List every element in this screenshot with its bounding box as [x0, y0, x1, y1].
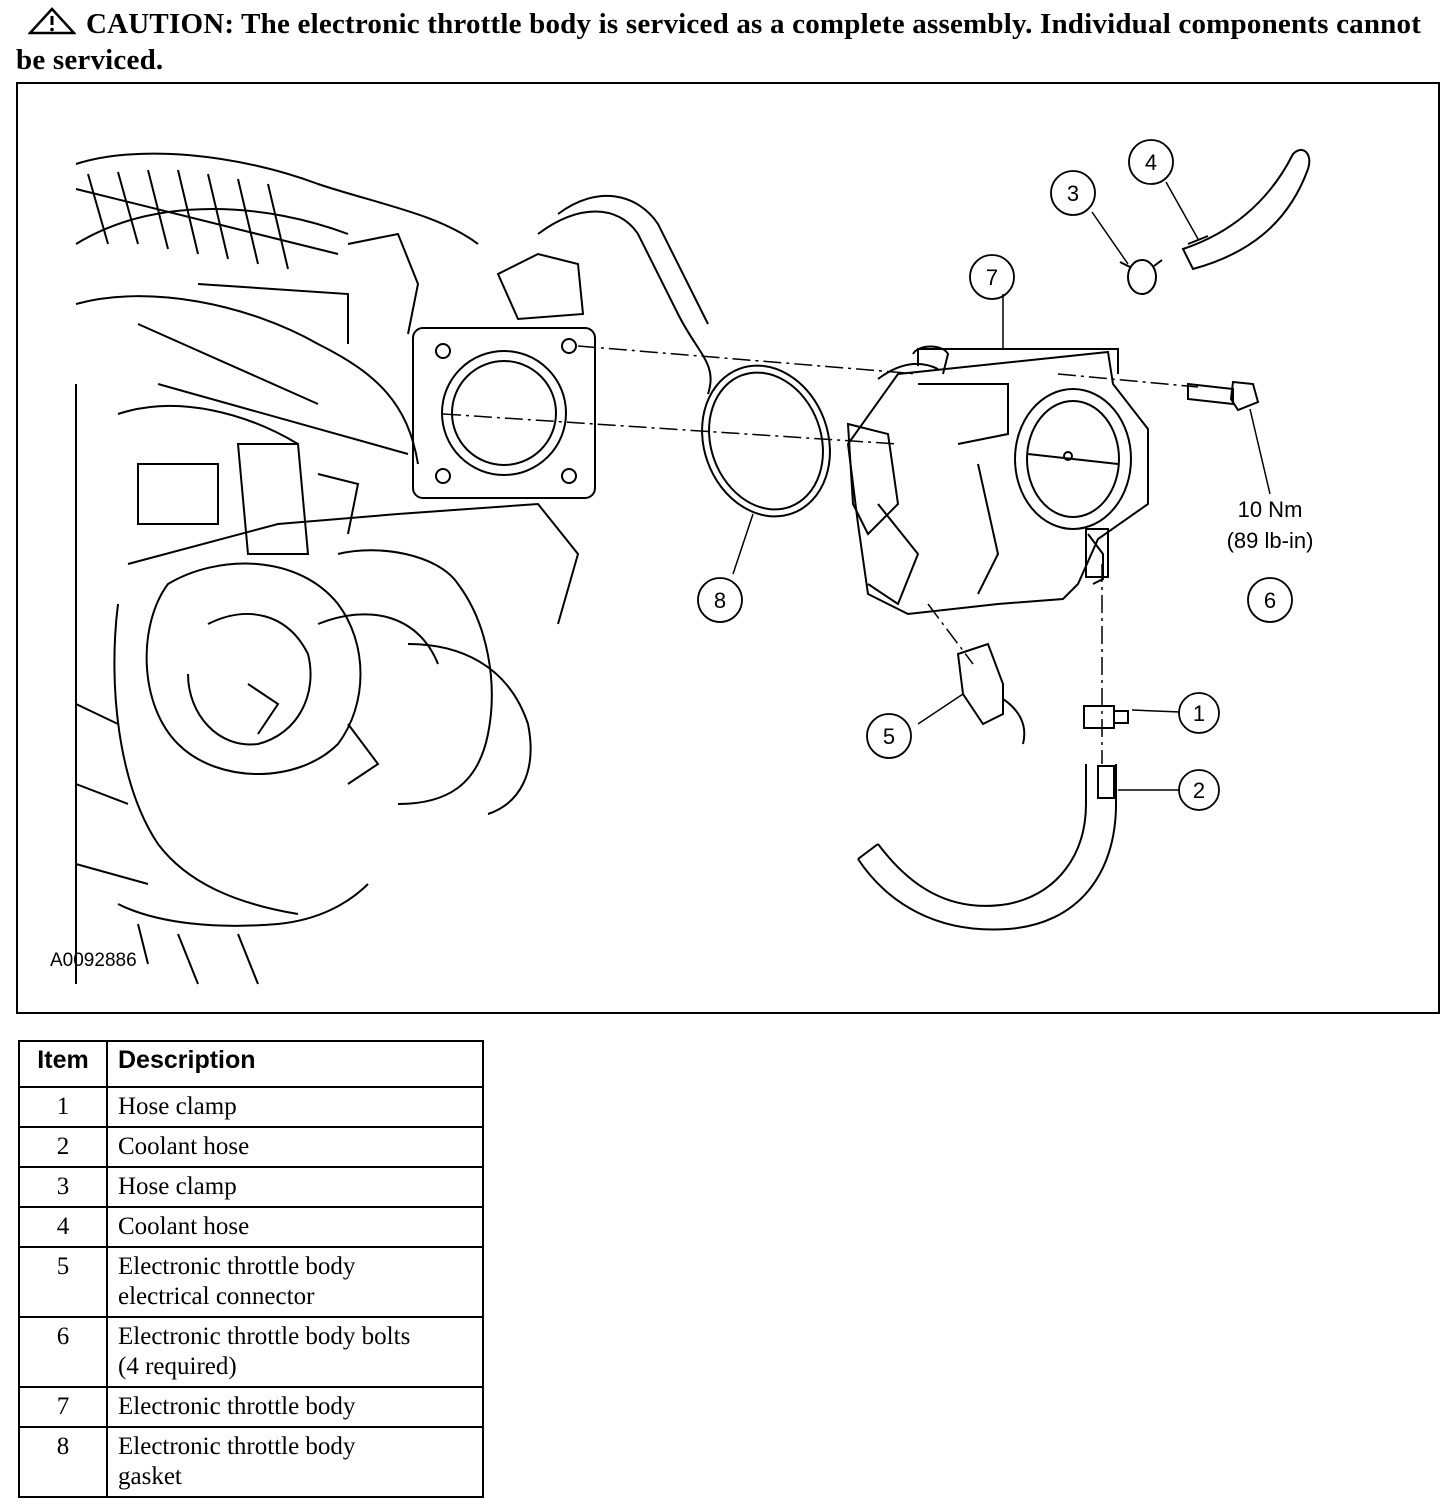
caution-note: CAUTION: The electronic throttle body is… [16, 6, 1436, 78]
item-description: Electronic throttle body electrical conne… [106, 1246, 484, 1318]
item-number: 2 [18, 1126, 108, 1168]
item-description: Electronic throttle body [106, 1386, 484, 1428]
callout-label-7: 7 [986, 265, 998, 290]
throttle-body-drawing [846, 345, 1149, 616]
connector-drawing [956, 642, 1026, 745]
description-line: (4 required) [118, 1353, 237, 1380]
table-row: 2 Coolant hose [18, 1126, 484, 1168]
item-description-table: Item Description 1 Hose clamp 2 Coolant … [18, 1040, 484, 1498]
description-line: Electronic throttle body [118, 1433, 356, 1460]
callout-circle-4 [1128, 139, 1174, 185]
callout-label-3: 3 [1067, 181, 1079, 206]
item-description: Electronic throttle body gasket [106, 1426, 484, 1498]
callout-circle-5 [866, 713, 912, 759]
column-header-item: Item [18, 1040, 108, 1088]
table-row: 6 Electronic throttle body bolts (4 requi… [18, 1316, 484, 1388]
description-line: Electronic throttle body [118, 1253, 356, 1280]
table-row: 4 Coolant hose [18, 1206, 484, 1248]
description-line: electrical connector [118, 1283, 315, 1310]
gasket-drawing [701, 364, 831, 518]
upper-hose-drawing [1119, 149, 1311, 295]
item-description: Hose clamp [106, 1086, 484, 1128]
callout-label-4: 4 [1145, 150, 1157, 175]
item-number: 1 [18, 1086, 108, 1128]
column-header-description: Description [106, 1040, 484, 1088]
callout-circle-8 [697, 577, 743, 623]
callout-circle-1 [1178, 692, 1220, 734]
intake-manifold-drawing [75, 152, 712, 985]
item-description: Coolant hose [106, 1206, 484, 1248]
item-number: 3 [18, 1166, 108, 1208]
warning-triangle-icon [28, 7, 76, 35]
item-number: 8 [18, 1426, 108, 1498]
callout-circle-2 [1178, 769, 1220, 811]
callout-circle-3 [1050, 170, 1096, 216]
description-line: Electronic throttle body [118, 1393, 356, 1420]
item-description: Coolant hose [106, 1126, 484, 1168]
callout-label-5: 5 [883, 724, 895, 749]
item-description: Hose clamp [106, 1166, 484, 1208]
table-row: 1 Hose clamp [18, 1086, 484, 1128]
table-row: 8 Electronic throttle body gasket [18, 1426, 484, 1498]
description-line: gasket [118, 1463, 182, 1490]
description-line: Electronic throttle body bolts [118, 1323, 411, 1350]
item-number: 7 [18, 1386, 108, 1428]
item-number: 4 [18, 1206, 108, 1248]
table-row: 7 Electronic throttle body [18, 1386, 484, 1428]
leader-lines [732, 181, 1271, 791]
description-line: Hose clamp [118, 1093, 237, 1120]
callout-circles [697, 139, 1293, 811]
caution-text: CAUTION: The electronic throttle body is… [16, 8, 1422, 76]
bolt-drawing [1187, 380, 1260, 412]
callout-label-2: 2 [1193, 778, 1205, 803]
torque-spec-lbin: (89 lb-in) [1227, 528, 1314, 553]
callout-label-6: 6 [1264, 588, 1276, 613]
callout-label-1: 1 [1193, 701, 1205, 726]
description-line: Coolant hose [118, 1213, 250, 1240]
table-row: 3 Hose clamp [18, 1166, 484, 1208]
item-number: 5 [18, 1246, 108, 1318]
figure-id: A0092886 [50, 950, 137, 971]
description-line: Hose clamp [118, 1173, 237, 1200]
table-row: 5 Electronic throttle body electrical con… [18, 1246, 484, 1318]
callout-label-8: 8 [714, 588, 726, 613]
exploded-view-figure: 1 2 3 4 5 6 7 8 10 Nm (89 lb-in) A009288… [16, 82, 1440, 1014]
throttle-body-illustration: 1 2 3 4 5 6 7 8 10 Nm (89 lb-in) A009288… [50, 139, 1314, 985]
table-header-row: Item Description [18, 1040, 484, 1088]
callout-circle-6 [1247, 577, 1293, 623]
callout-circle-7 [969, 254, 1015, 300]
torque-spec-nm: 10 Nm [1238, 497, 1303, 522]
description-line: Coolant hose [118, 1133, 250, 1160]
lower-hose-drawing [857, 705, 1129, 931]
item-description: Electronic throttle body bolts (4 require… [106, 1316, 484, 1388]
item-number: 6 [18, 1316, 108, 1388]
